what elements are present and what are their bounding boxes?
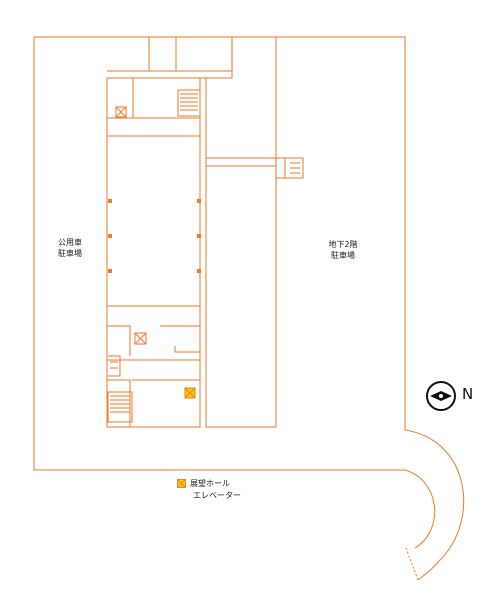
legend-line2: エレベーター — [193, 491, 241, 500]
b2-parking-label: 地下2階 駐車場 — [308, 239, 378, 261]
b2-parking-line1: 地下2階 — [328, 240, 358, 249]
boundary-curve — [404, 429, 465, 581]
elevator-marker-icon — [177, 479, 186, 488]
elevator-top — [115, 106, 127, 118]
public-parking-line2: 駐車場 — [58, 249, 82, 258]
inner-lines — [107, 70, 276, 427]
north-letter: N — [462, 385, 474, 403]
stairs-bottom — [107, 355, 133, 423]
stairs-top — [177, 89, 201, 117]
north-indicator: N — [425, 380, 473, 412]
legend-line1: 展望ホール — [190, 479, 230, 488]
columns — [108, 199, 201, 273]
compass-icon — [426, 381, 456, 411]
public-parking-line1: 公用車 — [58, 238, 82, 247]
elevator-middle — [134, 332, 147, 345]
stair-right — [276, 157, 304, 179]
public-parking-label: 公用車 駐車場 — [42, 237, 98, 259]
boundary-curve-inner — [404, 469, 436, 549]
ramp-dashes — [405, 547, 419, 581]
b2-parking-line2: 駐車場 — [331, 251, 355, 260]
site-boundary — [33, 36, 406, 471]
right-block — [205, 37, 277, 428]
observation-elevator — [184, 387, 196, 399]
legend-text: 展望ホール エレベーター — [190, 478, 241, 502]
central-column — [106, 37, 233, 428]
